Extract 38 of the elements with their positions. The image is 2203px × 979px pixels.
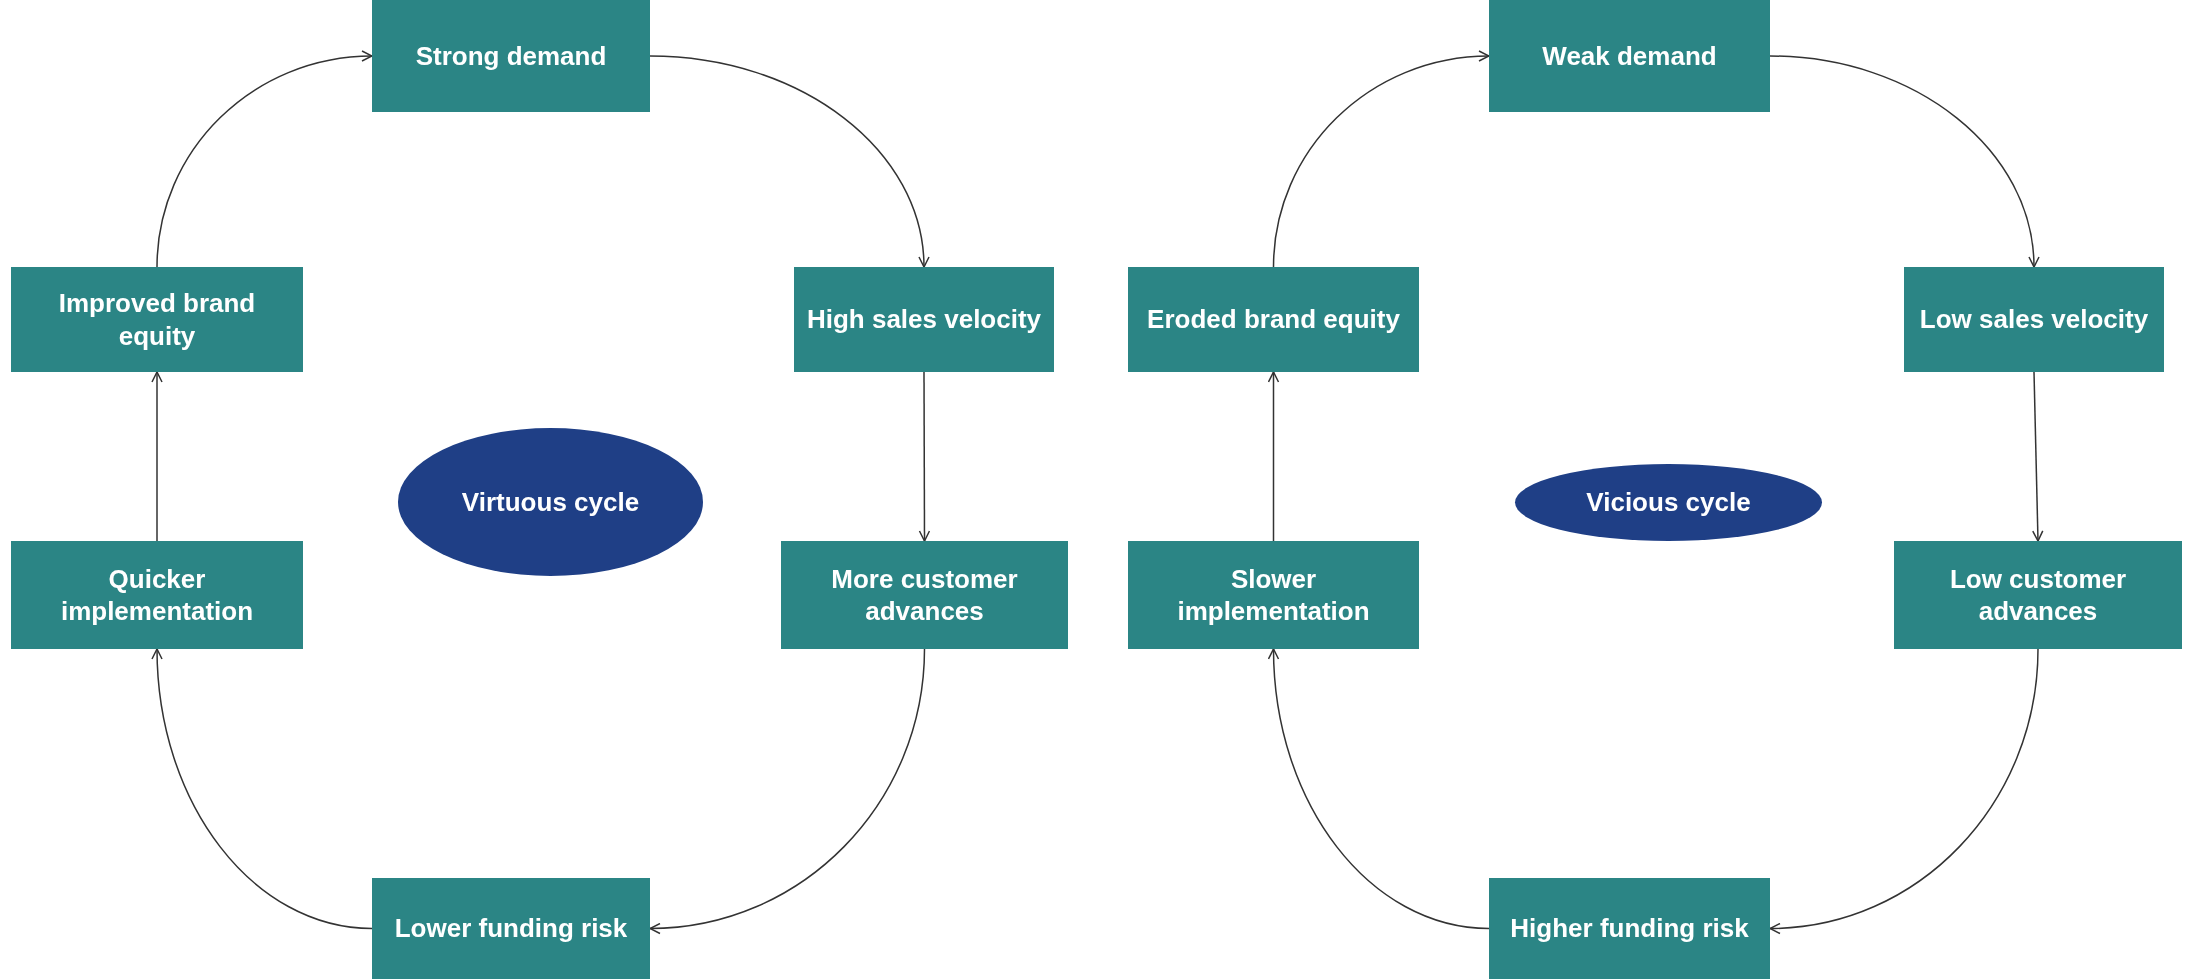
process-box xyxy=(372,0,650,112)
process-box xyxy=(11,541,303,649)
box-label: Lower funding risk xyxy=(394,912,628,945)
arrow xyxy=(1268,648,1490,930)
process-box xyxy=(781,541,1068,649)
process-box xyxy=(1904,267,2164,372)
arrow xyxy=(1272,50,1490,268)
box-label: Virtuous cycle xyxy=(461,485,640,519)
arrow xyxy=(1267,371,1280,542)
process-box xyxy=(1128,541,1419,649)
arrow xyxy=(2032,371,2044,542)
box-label: Weak demand xyxy=(1542,39,1717,73)
box-label: Strong demand xyxy=(415,39,607,73)
process-box xyxy=(372,878,650,979)
arrow xyxy=(151,648,373,930)
arrow xyxy=(151,371,163,542)
arrow xyxy=(156,50,373,268)
box-label: Higher funding risk xyxy=(1510,912,1749,945)
process-box xyxy=(11,267,303,372)
arrow xyxy=(918,371,931,542)
arrow xyxy=(1769,648,2039,934)
box-label: Quicker implementation xyxy=(59,562,255,628)
box-label: Vicious cycle xyxy=(1586,486,1751,519)
process-box xyxy=(1489,0,1770,112)
box-label: Slower implementation xyxy=(1176,562,1371,628)
box-label: Low customer advances xyxy=(1948,562,2128,628)
arrow xyxy=(649,648,926,934)
box-label: Eroded brand equity xyxy=(1147,303,1400,336)
box-label: Improved brand equity xyxy=(57,287,257,352)
process-box xyxy=(1489,878,1770,979)
process-box xyxy=(1894,541,2182,649)
arrow xyxy=(1769,55,2039,268)
box-label: More customer advances xyxy=(830,562,1019,628)
process-box xyxy=(1128,267,1419,372)
arrow xyxy=(649,55,929,268)
box-label: High sales velocity xyxy=(806,303,1042,336)
box-label: Low sales velocity xyxy=(1919,303,2149,336)
process-box xyxy=(794,267,1054,372)
